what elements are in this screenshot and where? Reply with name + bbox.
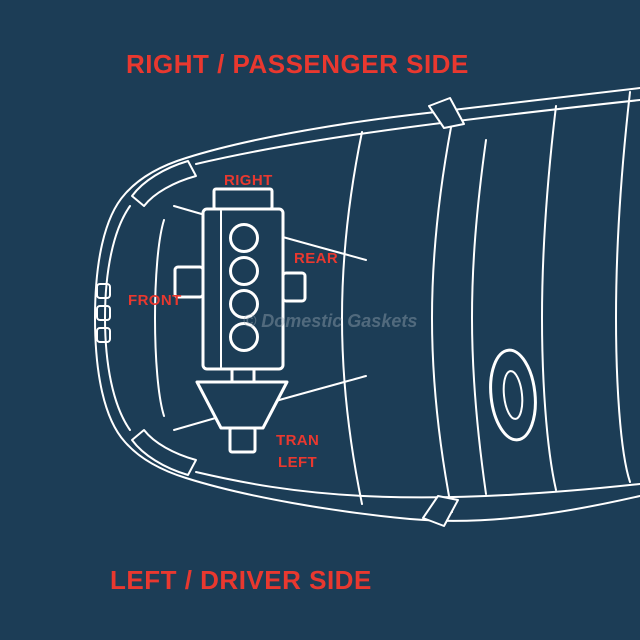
roof-front-line <box>471 139 487 495</box>
label-engine-front: FRONT <box>128 292 182 309</box>
grille-vent <box>96 305 111 321</box>
watermark: © Domestic Gaskets <box>243 311 417 331</box>
side-mirror-top <box>428 97 465 129</box>
cylinder-2 <box>229 256 259 286</box>
steering-wheel <box>489 348 537 442</box>
grille-vent <box>96 327 111 343</box>
engine-block <box>201 207 285 371</box>
cylinder-1 <box>229 223 259 253</box>
side-mirror-bottom <box>422 495 459 527</box>
hood-crease-bottom <box>173 375 367 431</box>
grille-vent <box>96 283 111 299</box>
transmission-housing <box>195 380 289 430</box>
label-tran-line1: TRAN <box>276 432 319 449</box>
car-body-outline <box>94 87 640 522</box>
headlight-bottom <box>131 429 197 476</box>
windshield-front-edge <box>341 131 363 505</box>
roof-mid-line <box>541 105 557 491</box>
body-side-line-top <box>195 99 640 165</box>
label-engine-rear: REAR <box>294 250 338 267</box>
label-engine-right: RIGHT <box>224 172 273 189</box>
front-bumper-inner-line <box>104 205 131 431</box>
car-outline-group <box>94 87 640 527</box>
transmission-tail <box>228 426 257 454</box>
rear-window-line <box>615 91 631 483</box>
title-bottom: LEFT / DRIVER SIDE <box>110 565 372 595</box>
body-side-line-bottom <box>195 471 640 499</box>
engine-diagram-group <box>173 187 307 454</box>
transmission-connector <box>230 367 256 384</box>
steering-wheel-hub <box>502 370 524 420</box>
engine-valve-cover <box>212 187 274 211</box>
title-top: RIGHT / PASSENGER SIDE <box>126 49 469 79</box>
cylinder-3 <box>229 289 259 319</box>
label-tran-line2: LEFT <box>278 454 317 471</box>
engine-mount-front <box>173 265 205 299</box>
engine-mount-rear <box>281 271 307 303</box>
windshield-rear-edge <box>431 121 453 513</box>
hood-front-edge <box>154 219 165 417</box>
headlight-top <box>131 160 197 207</box>
cylinder-4 <box>229 322 259 352</box>
